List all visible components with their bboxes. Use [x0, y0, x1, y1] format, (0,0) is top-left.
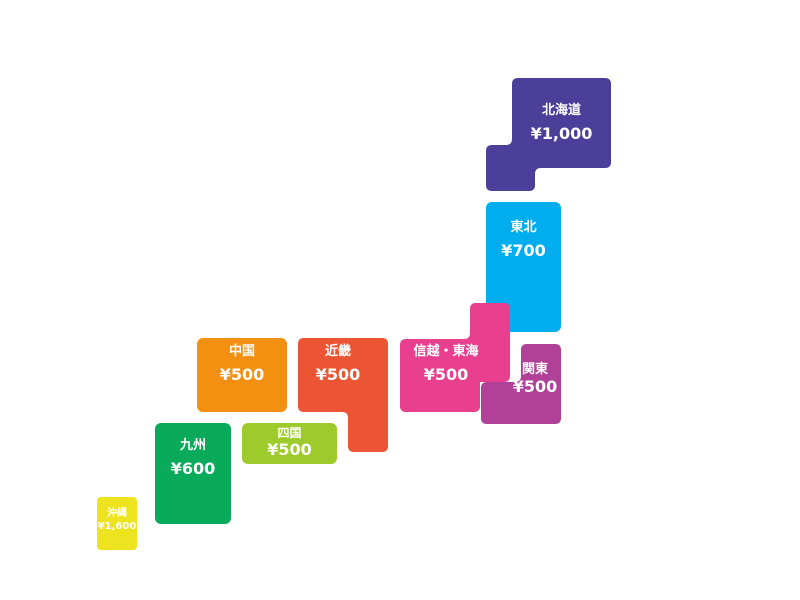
region-okinawa-shape[interactable] — [97, 497, 137, 550]
region-shikoku-shape[interactable] — [242, 423, 337, 464]
region-chugoku-shape[interactable] — [197, 338, 287, 412]
region-kyushu-shape[interactable] — [155, 423, 231, 524]
region-shinetsu-tokai-shape[interactable] — [400, 303, 510, 412]
region-kanto-shape[interactable] — [481, 344, 561, 424]
region-tohoku-shape[interactable] — [486, 202, 561, 332]
region-hokkaido-shape[interactable] — [486, 78, 611, 191]
region-kinki-shape[interactable] — [298, 338, 388, 452]
